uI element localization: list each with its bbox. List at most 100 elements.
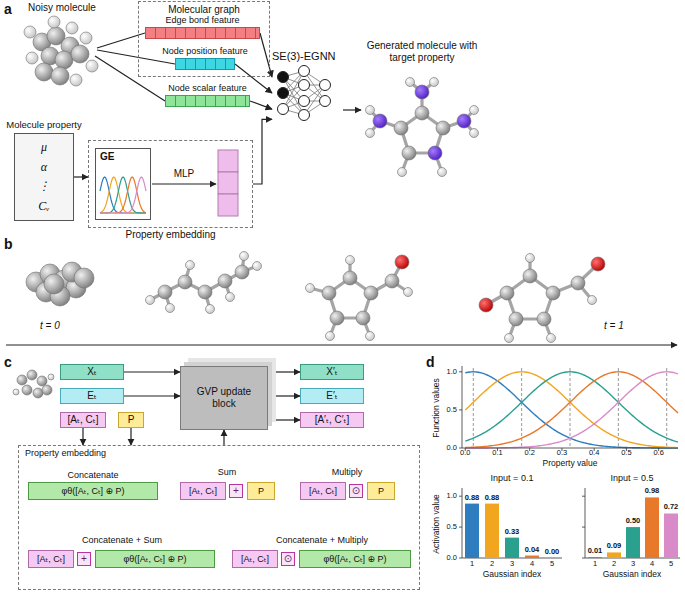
feature-box: [Aₜ, Cₜ]	[60, 412, 106, 428]
network-icon	[273, 63, 335, 123]
axis-tick-label: 2	[612, 560, 616, 569]
atom-sphere	[330, 311, 344, 325]
gaussian-curve	[100, 177, 146, 213]
bar-value: 0.01	[588, 548, 603, 557]
formula-box: [Aₜ, Cₜ]	[232, 550, 278, 568]
node-heading: [Aₜ, Cₜ]	[309, 483, 337, 499]
formula-box: [Aₜ, Cₜ]	[180, 482, 226, 500]
final-molecule	[479, 254, 605, 343]
atom-sphere	[588, 296, 597, 305]
feature-bar: Edge bond feature	[145, 27, 260, 39]
dashed-group-box: Property embeddingGE	[88, 140, 253, 228]
generated-molecule	[366, 78, 479, 177]
bar-value: 0.00	[545, 548, 560, 557]
axis-tick-label: 0.6	[653, 449, 663, 458]
axis-tick-label: 5	[669, 560, 673, 569]
node-heading: P	[378, 483, 384, 499]
network-block: SE(3)-EGNN	[272, 50, 336, 123]
axis-tick-label: 4	[650, 560, 654, 569]
axis-tick-label: 3	[631, 560, 635, 569]
atom-sphere	[70, 74, 82, 86]
atom-sphere	[366, 129, 375, 138]
axis-tick	[582, 496, 585, 497]
center-line	[618, 368, 619, 448]
axis-tick	[459, 409, 462, 410]
atom-sphere	[33, 388, 43, 398]
axis-tick-label: 0.3	[557, 449, 567, 458]
axis-line	[462, 366, 463, 448]
atom-sphere	[436, 121, 450, 135]
atom-sphere	[44, 274, 64, 294]
node-heading: [Aₜ, Cₜ]	[241, 551, 269, 567]
node-heading: Concatenate	[67, 470, 118, 480]
atom-sphere	[226, 293, 235, 302]
atom-sphere	[37, 376, 47, 386]
atom-sphere	[206, 305, 215, 314]
axis-tick	[582, 527, 585, 528]
node-text: μ	[41, 141, 47, 154]
center-line	[570, 368, 571, 448]
embedding-vector	[218, 172, 238, 194]
node-heading: [A′ₜ, C′ₜ]	[315, 413, 350, 427]
activation-bar	[626, 527, 640, 558]
atom-sphere	[394, 121, 408, 135]
atom-sphere	[398, 168, 407, 177]
dashed-group-box: Property embeddingConcatenateφθ([Aₜ, Cₜ]…	[18, 445, 420, 590]
axis-tick	[582, 558, 585, 559]
axis-tick-label: 1	[470, 560, 474, 569]
operation-title: Concatenate + Sum	[82, 535, 162, 545]
formula-box: [Aₜ, Cₜ]	[28, 550, 74, 568]
connector-arrow	[268, 371, 300, 372]
atom-sphere	[366, 106, 375, 115]
atom-sphere	[457, 114, 471, 128]
gaussian-curve	[465, 372, 678, 448]
bar-value: 0.88	[485, 494, 500, 503]
node-heading: GVP update block	[185, 386, 263, 410]
atom-sphere	[415, 85, 429, 99]
node-heading: [Aₜ, Cₜ]	[37, 551, 65, 567]
node-heading: Molecular graph	[139, 2, 269, 15]
atom-sphere	[366, 332, 375, 341]
atom-sphere	[166, 304, 175, 313]
atom-sphere	[346, 256, 355, 265]
axis-tick-label: 0.0	[460, 449, 470, 458]
atom-sphere	[186, 261, 195, 270]
neuron	[298, 110, 309, 121]
node-heading: [Aₜ, Cₜ]	[68, 413, 99, 427]
node-heading: φθ([Aₜ, Cₜ] ⊕ P)	[323, 551, 386, 567]
connector-arrow	[130, 428, 131, 445]
atom-sphere	[547, 334, 556, 343]
activation-bar	[525, 556, 539, 558]
operator-symbol: +	[229, 484, 243, 498]
bar-value: 0.09	[607, 543, 622, 552]
center-line	[666, 368, 667, 448]
axis-title: Gaussian index	[603, 570, 662, 580]
node-heading: GE	[96, 149, 150, 164]
formula-box: P	[367, 482, 395, 500]
time-label: t = 0	[40, 320, 60, 332]
atom-sphere	[571, 276, 585, 290]
atom-sphere	[428, 146, 442, 160]
chart-title: Input = 0.5	[611, 473, 654, 483]
intermediate-molecule	[146, 252, 262, 314]
connector-arrow	[74, 176, 88, 177]
atom-sphere	[55, 51, 73, 69]
axis-tick-label: 0.1	[492, 449, 502, 458]
operation-title: Multiply	[332, 467, 363, 477]
panel-letter: b	[4, 236, 13, 252]
axis-tick-label: 4	[530, 560, 534, 569]
atom-sphere	[74, 268, 94, 288]
atom-sphere	[218, 274, 232, 288]
gaussian-chart	[465, 368, 678, 448]
connector-arrow	[260, 33, 272, 77]
atom-sphere	[479, 298, 493, 312]
node-heading: Node position feature	[162, 46, 248, 56]
atom-sphere	[526, 254, 535, 263]
formula-box: φθ([Aₜ, Cₜ] ⊕ P)	[95, 550, 215, 568]
atom-sphere	[415, 106, 429, 120]
connector-arrow	[268, 419, 300, 420]
center-line	[473, 368, 474, 448]
bar-value: 0.50	[626, 517, 641, 526]
node-heading: Molecule property	[6, 120, 82, 131]
